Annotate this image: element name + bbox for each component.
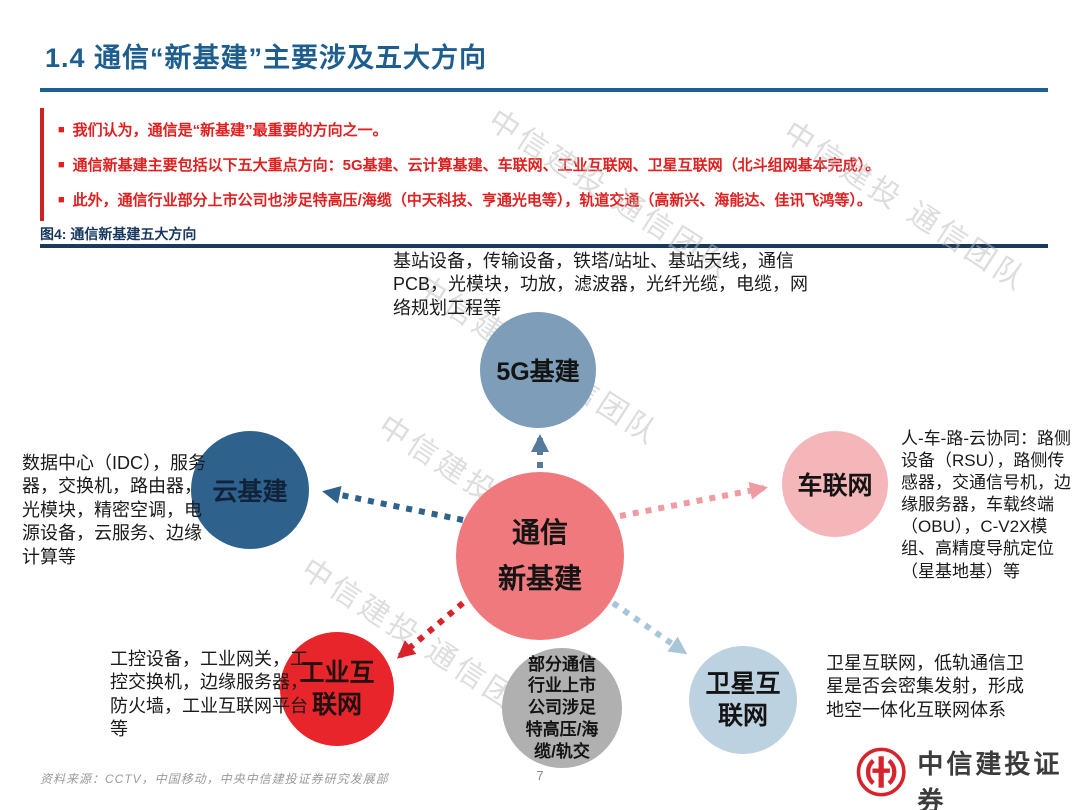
bullet-marker-icon: ■: [58, 194, 65, 206]
note-vehicle-internet: 人-车-路-云协同：路侧设备（RSU），路侧传感器，交通信号机，边缘服务器，车载…: [901, 429, 1071, 581]
note-cloud-infra: 数据中心（IDC），服务器，交换机，路由器，光模块，精密空调，电源设备，云服务、…: [22, 453, 206, 567]
bullet-list: ■ 我们认为，通信是“新基建”最重要的方向之一。 ■ 通信新基建主要包括以下五大重点…: [40, 108, 1050, 221]
note-5g-infra: 基站设备，传输设备，铁塔/站址、基站天线，通信PCB，光模块，功放，滤波器，光纤…: [393, 251, 809, 318]
page-number: 7: [536, 768, 544, 783]
arrow-to-vehicle: [619, 481, 768, 519]
company-name-cn: 中信建投证券: [917, 749, 1063, 810]
arrow-to-industrial: [396, 600, 465, 659]
node-industrial-internet: 工业互 联网: [280, 632, 394, 746]
node-5g-infra: 5G基建: [480, 312, 596, 428]
company-logo: 中信建投证券 CHINA SECURITIES: [855, 744, 1080, 810]
arrow-to-satellite: [611, 600, 688, 655]
node-cloud-infra: 云基建: [191, 431, 309, 549]
note-industrial-internet: 工控设备，工业网关，工控交换机，边缘服务器，防火墙，工业互联网平台等: [110, 649, 308, 740]
arrow-to-cloud: [322, 485, 464, 523]
bullet-text: 我们认为，通信是“新基建”最重要的方向之一。: [72, 122, 388, 139]
title-divider: [40, 88, 1048, 92]
bullet-item: ■ 通信新基建主要包括以下五大重点方向：5G基建、云计算基建、车联网、工业互联网、…: [58, 147, 1050, 182]
bullet-marker-icon: ■: [58, 159, 65, 171]
note-satellite-internet: 卫星互联网，低轨通信卫星是否会密集发射，形成地空一体化互联网体系: [826, 653, 1024, 720]
bullet-marker-icon: ■: [58, 124, 65, 136]
node-other-listed-fields: 部分通信 行业上市 公司涉足 特高压/海 缆/轨交: [502, 648, 622, 768]
source-note: 资料来源：CCTV，中国移动，中央中信建投证券研究发展部: [40, 772, 389, 786]
company-logo-text: 中信建投证券 CHINA SECURITIES: [917, 744, 1080, 810]
bullet-item: ■ 此外，通信行业部分上市公司也涉足特高压/海缆（中天科技、亨通光电等），轨道交通…: [58, 182, 1050, 217]
page-title: 1.4 通信“新基建”主要涉及五大方向: [45, 43, 488, 73]
node-satellite-internet: 卫星互 联网: [689, 646, 797, 754]
bullet-text: 此外，通信行业部分上市公司也涉足特高压/海缆（中天科技、亨通光电等），轨道交通（…: [72, 192, 872, 209]
caption-divider: [40, 244, 1048, 248]
bullet-item: ■ 我们认为，通信是“新基建”最重要的方向之一。: [58, 112, 1050, 147]
node-vehicle-internet: 车联网: [782, 431, 888, 537]
figure-caption: 图4: 通信新基建五大方向: [40, 226, 197, 242]
company-logo-icon: [856, 747, 906, 797]
node-center-comm-new-infra: 通信 新基建: [456, 472, 624, 640]
bullet-text: 通信新基建主要包括以下五大重点方向：5G基建、云计算基建、车联网、工业互联网、卫…: [72, 157, 881, 174]
